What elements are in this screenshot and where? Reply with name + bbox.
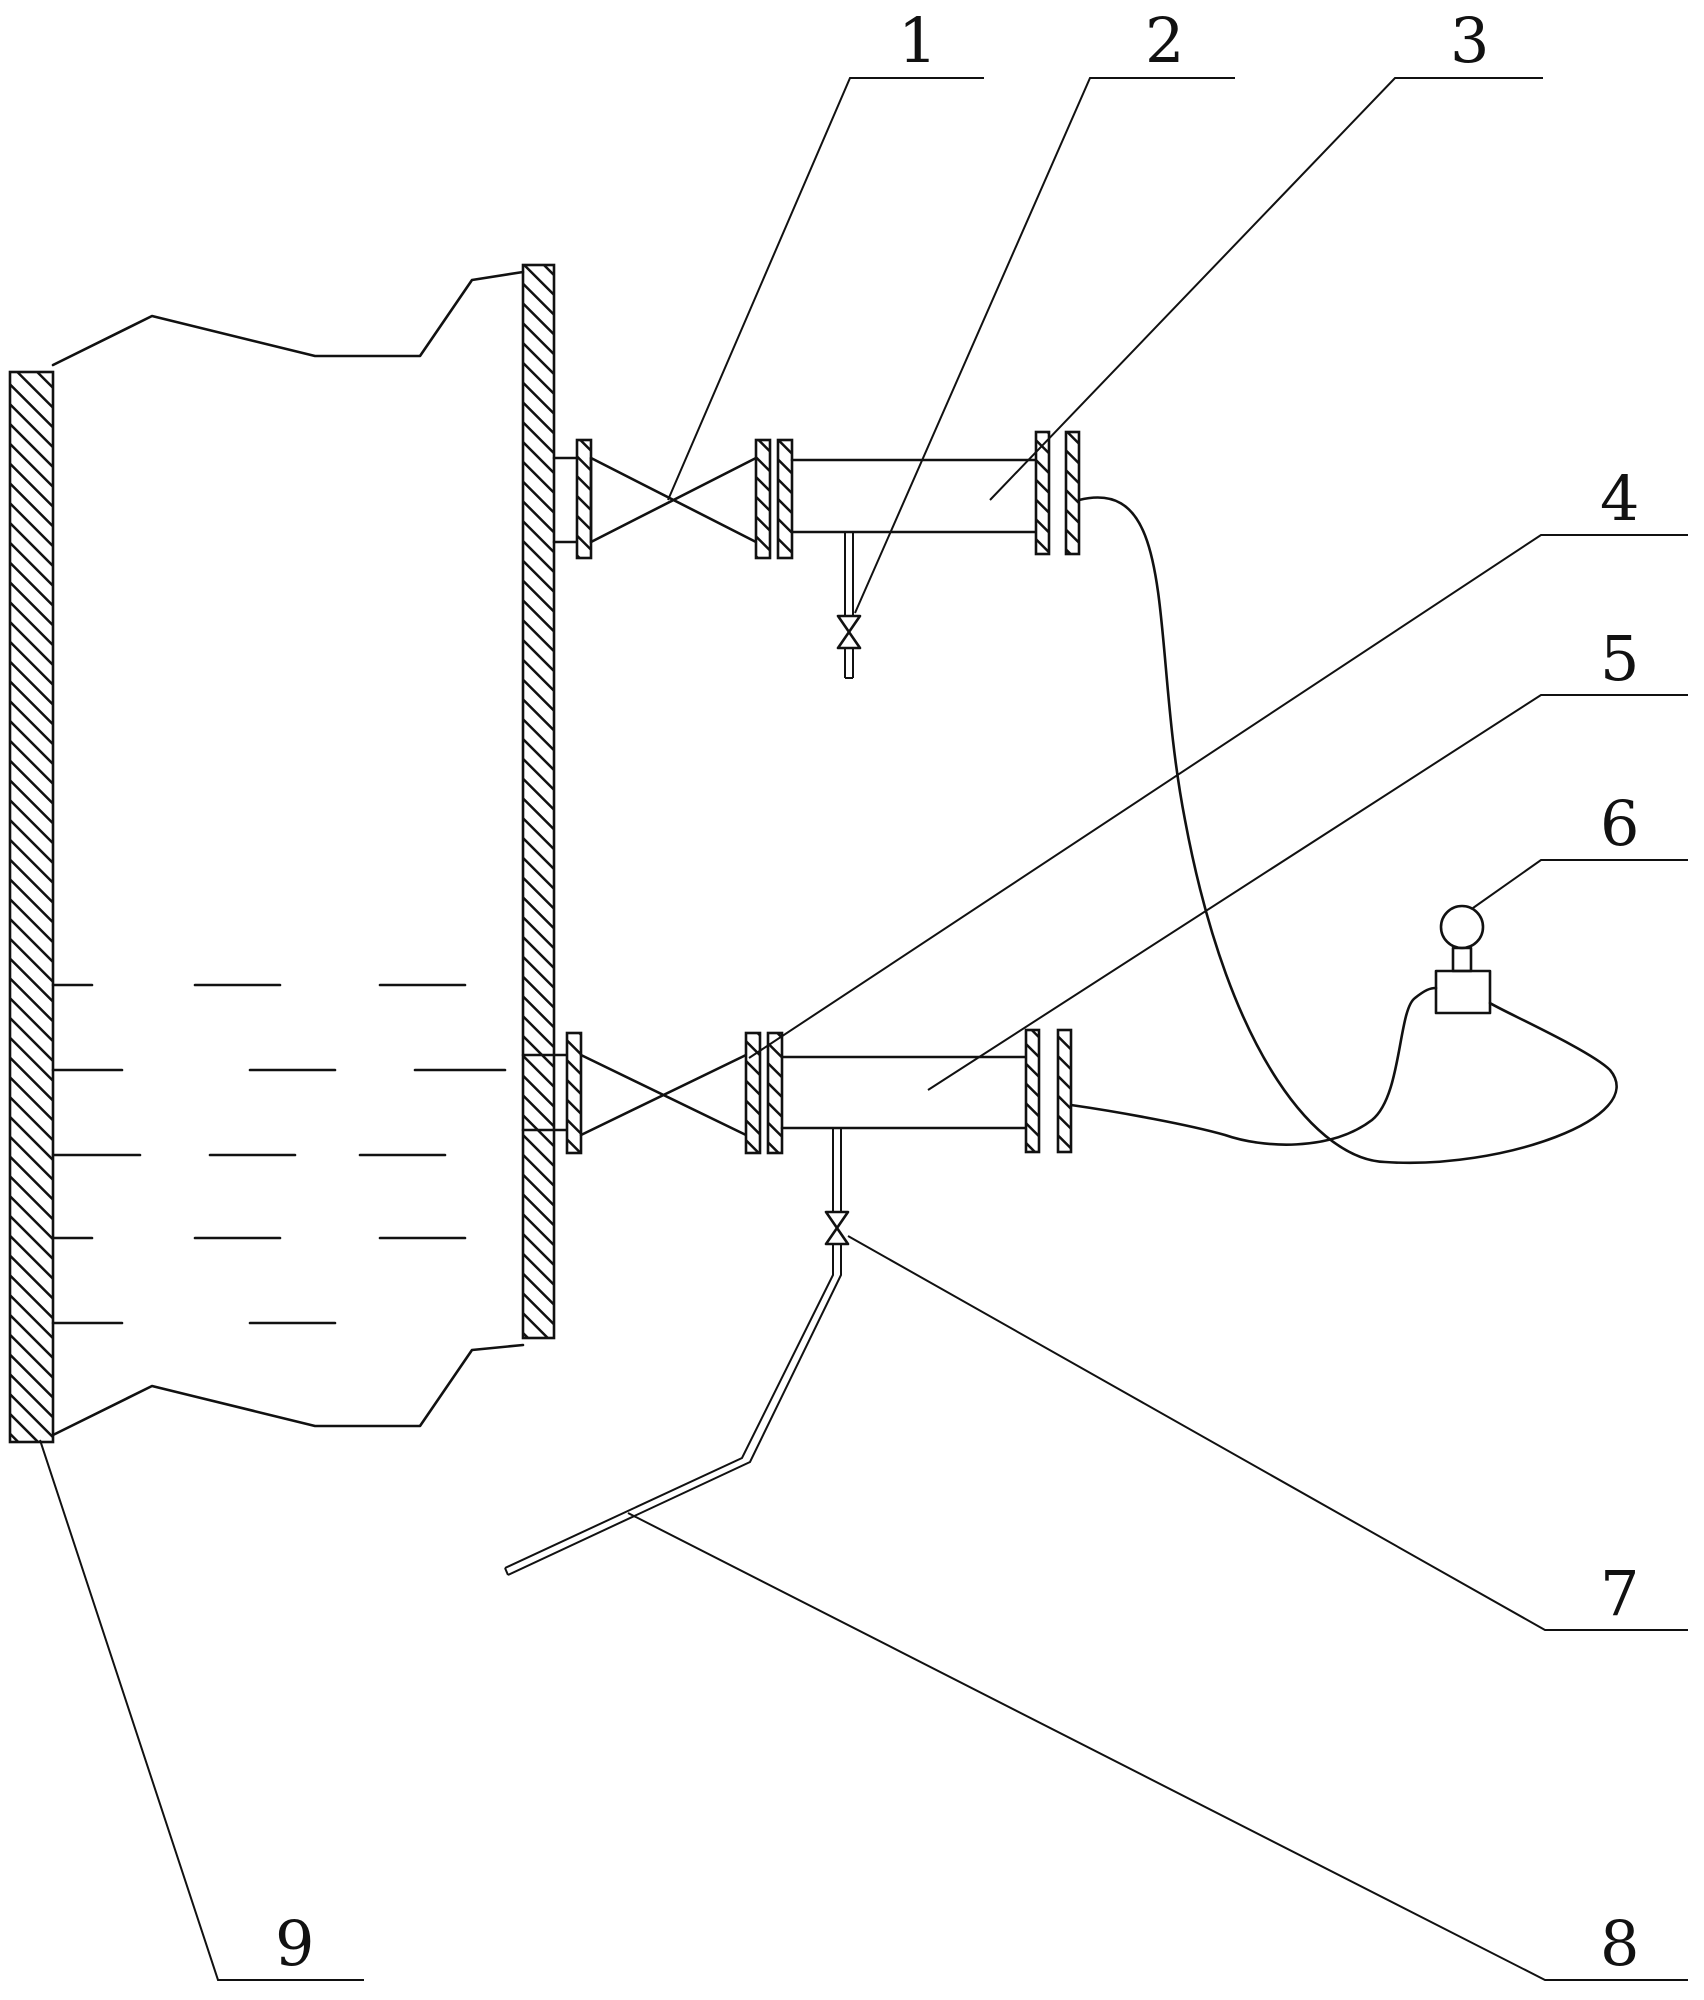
lower-flange-e (1056, 1028, 1073, 1154)
transmitter-box (1434, 969, 1492, 1015)
lower-flange-d (1024, 1028, 1041, 1154)
upper-flange-d (1034, 430, 1051, 556)
callout-7: 7 (1600, 1557, 1639, 1630)
lower-pipe-to-transmitter-hose (1069, 986, 1438, 1146)
upper-flange-b (754, 438, 772, 560)
callout-labels: 1 2 3 4 5 6 7 8 9 (275, 4, 1639, 1980)
upper-pipe-to-transmitter-hose (1077, 496, 1618, 1165)
drain-hose (504, 1244, 842, 1576)
callout-5: 5 (1600, 622, 1639, 695)
tank-bottom-break-line (51, 1343, 525, 1437)
lower-pipe (780, 1055, 1028, 1130)
upper-flange-a (575, 438, 593, 560)
lower-flange-b (744, 1031, 762, 1155)
upper-assembly (552, 430, 1081, 679)
lower-flange-a (565, 1031, 583, 1155)
callout-4: 4 (1600, 462, 1639, 535)
tank-left-wall (8, 370, 55, 1444)
tank-top-break-line (51, 270, 525, 367)
pressure-gauge-assembly (1069, 496, 1618, 1165)
upper-flange-e (1064, 430, 1081, 556)
lower-gate-valve (579, 1053, 748, 1137)
liquid-level-lines (51, 983, 507, 1325)
upper-pipe (790, 458, 1038, 534)
callout-9: 9 (275, 1907, 314, 1980)
leader-lines (39, 77, 1688, 1981)
upper-drain-valve (836, 532, 862, 679)
callout-3: 3 (1450, 4, 1489, 77)
callout-1: 1 (898, 4, 937, 77)
pressure-gauge-icon (1439, 904, 1485, 950)
upper-gate-valve (589, 456, 758, 544)
callout-2: 2 (1145, 4, 1184, 77)
lower-drain-valve (824, 1128, 850, 1246)
tank-right-wall (521, 263, 556, 1340)
callout-6: 6 (1600, 787, 1639, 860)
lower-assembly (504, 1028, 1073, 1576)
lower-flange-c (766, 1031, 784, 1155)
gauge-stem (1451, 946, 1473, 973)
upper-flange-c (776, 438, 794, 560)
tank (8, 263, 556, 1444)
callout-8: 8 (1600, 1907, 1639, 1980)
